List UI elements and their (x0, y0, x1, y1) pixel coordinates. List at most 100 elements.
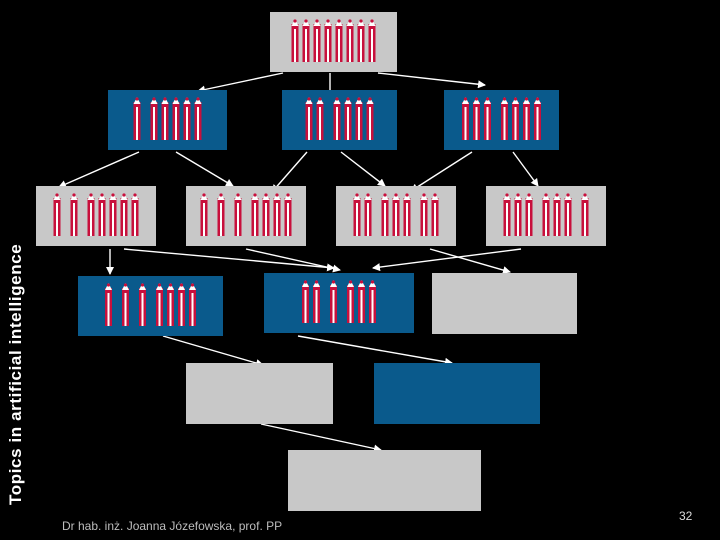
stick-icon (131, 193, 139, 236)
stick-icon (534, 97, 541, 140)
stick-icon (189, 283, 196, 326)
node-level4-a (186, 363, 333, 424)
stick-icon (302, 280, 309, 323)
node-level2-a (36, 186, 156, 246)
edge-level1-c-to-level2-d (512, 151, 539, 187)
stick-icon (330, 280, 337, 323)
stick-icon (501, 97, 508, 140)
stick-icon (305, 97, 313, 140)
stick-icon (503, 193, 511, 236)
stick-icon (381, 193, 389, 236)
stick-icon (316, 97, 324, 140)
stick-icon (109, 193, 117, 236)
node-level3-c (432, 273, 577, 334)
stick-icon (346, 19, 354, 62)
stick-icon (368, 19, 376, 62)
stick-icon (167, 283, 174, 326)
edge-level1-b-to-level2-b (271, 151, 308, 193)
stick-icon (358, 280, 365, 323)
edge-root-to-level1-a (197, 72, 284, 94)
stick-icon (369, 280, 376, 323)
edge-level2-b-to-level3-b (245, 248, 341, 273)
stick-icon (420, 193, 428, 236)
stick-icon (194, 97, 202, 140)
stick-icon (291, 19, 299, 62)
edge-level1-c-to-level2-c (410, 151, 473, 192)
stick-icon (581, 193, 589, 236)
stick-icon (462, 97, 469, 140)
node-level2-b (186, 186, 306, 246)
stick-icon (523, 97, 530, 140)
stick-icon (313, 280, 320, 323)
stick-icon (284, 193, 292, 236)
stick-icon (431, 193, 439, 236)
edge-level1-a-to-level2-a (58, 151, 140, 188)
stick-icon (120, 193, 128, 236)
edge-root-to-level1-c (377, 72, 486, 89)
node-box (186, 363, 333, 424)
stick-icon (347, 280, 354, 323)
edge-level1-b-to-level2-c (340, 151, 386, 187)
stick-icon (403, 193, 411, 236)
side-title: Topics in artificial intelligence (6, 243, 25, 505)
stick-icon (353, 193, 361, 236)
node-level4-b (374, 363, 540, 424)
stick-icon (87, 193, 95, 236)
stick-icon (357, 19, 365, 62)
node-box (264, 273, 414, 333)
stick-icon (105, 283, 112, 326)
stick-icon (172, 97, 180, 140)
stick-icon (262, 193, 270, 236)
edge-level2-a-to-level3-b (123, 248, 335, 272)
stick-icon (150, 97, 158, 140)
stick-icon (122, 283, 129, 326)
stick-icon (178, 283, 185, 326)
stick-icon (251, 193, 259, 236)
stick-icon (217, 193, 225, 236)
stick-icon (200, 193, 208, 236)
node-box (288, 450, 481, 511)
edge-level2-c-to-level3-c (429, 248, 511, 274)
stick-icon (313, 19, 321, 62)
node-level1-c (444, 90, 559, 150)
edge-level1-a-to-level2-b (175, 151, 234, 187)
stick-icon (161, 97, 169, 140)
stick-icon (302, 19, 310, 62)
node-level2-d (486, 186, 606, 246)
stick-icon (273, 193, 281, 236)
stick-icon (484, 97, 491, 140)
stick-icon (512, 97, 519, 140)
stick-icon (355, 97, 363, 140)
stick-icon (335, 19, 343, 62)
stick-icon (183, 97, 191, 140)
stick-icon (473, 97, 480, 140)
node-box (432, 273, 577, 334)
node-level2-c (336, 186, 456, 246)
stick-icon (514, 193, 522, 236)
node-box (374, 363, 540, 424)
stick-icon (156, 283, 163, 326)
edges-layer (58, 72, 539, 453)
stick-icon (70, 193, 78, 236)
stick-icon (564, 193, 572, 236)
node-level3-b (264, 273, 414, 333)
stick-icon (553, 193, 561, 236)
edge-level2-d-to-level3-b (372, 248, 522, 272)
node-level3-a (78, 276, 223, 336)
stick-icon (324, 19, 332, 62)
page-number: 32 (679, 509, 693, 523)
node-box (270, 12, 397, 72)
node-level5 (288, 450, 481, 511)
stick-icon (344, 97, 352, 140)
edge-level3-a-to-level4-a (162, 335, 264, 367)
stick-icon (366, 97, 374, 140)
edge-level4-a-to-level5 (260, 423, 382, 453)
node-level1-b (282, 90, 397, 150)
stick-icon (53, 193, 61, 236)
edge-level3-b-to-level4-b (297, 335, 453, 366)
footer-author: Dr hab. inż. Joanna Józefowska, prof. PP (62, 519, 283, 533)
node-root (270, 12, 397, 72)
stick-icon (333, 97, 341, 140)
stick-icon (98, 193, 106, 236)
